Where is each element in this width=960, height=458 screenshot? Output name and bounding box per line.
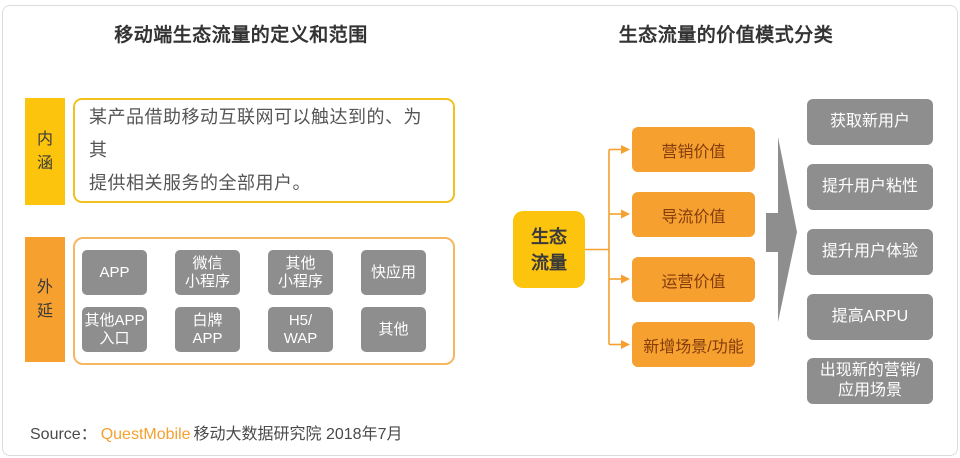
arrowhead-icon bbox=[621, 274, 630, 284]
outcome-increase-arpu: 提高ARPU bbox=[807, 294, 933, 340]
value-mode-new-scenario: 新增场景/功能 bbox=[632, 322, 755, 367]
source-suffix: 移动大数据研究院 2018年7月 bbox=[193, 426, 403, 443]
value-mode-operation: 运营价值 bbox=[632, 257, 755, 302]
value-mode-traffic-diversion: 导流价值 bbox=[632, 192, 755, 237]
extension-item-wechat-miniprogram: 微信 小程序 bbox=[175, 250, 240, 295]
value-mode-marketing: 营销价值 bbox=[632, 127, 755, 172]
outcome-improve-experience: 提升用户体验 bbox=[807, 229, 933, 275]
arrowheads bbox=[621, 145, 630, 349]
extension-label: 外 延 bbox=[25, 237, 65, 362]
extension-item-h5-wap: H5/ WAP bbox=[268, 307, 333, 352]
branch-lines bbox=[585, 148, 621, 346]
right-panel-title: 生态流量的价值模式分类 bbox=[618, 25, 834, 46]
connotation-label: 内 涵 bbox=[25, 98, 65, 205]
arrowhead-icon bbox=[621, 209, 630, 219]
connotation-definition-text: 某产品借助移动互联网可以触达到的、为其 提供相关服务的全部用户。 bbox=[89, 107, 422, 193]
source-brand: QuestMobile bbox=[100, 426, 191, 443]
outcome-acquire-new-users: 获取新用户 bbox=[807, 99, 933, 145]
left-panel-title: 移动端生态流量的定义和范围 bbox=[114, 25, 368, 46]
big-right-arrow-icon bbox=[766, 137, 797, 322]
outcome-improve-stickiness: 提升用户粘性 bbox=[807, 164, 933, 210]
extension-item-other-miniprogram: 其他 小程序 bbox=[268, 250, 333, 295]
extension-item-other-app-entry: 其他APP 入口 bbox=[82, 307, 147, 352]
extension-container: APP 微信 小程序 其他 小程序 快应用 其他APP 入口 白牌 APP H5… bbox=[73, 237, 455, 365]
arrowhead-icon bbox=[621, 145, 630, 154]
ecosystem-traffic-node: 生态 流量 bbox=[513, 211, 585, 288]
extension-item-whitelabel-app: 白牌 APP bbox=[175, 307, 240, 352]
source-prefix: Source： bbox=[30, 426, 97, 443]
extension-item-other: 其他 bbox=[361, 307, 426, 352]
extension-item-quick-app: 快应用 bbox=[361, 250, 426, 295]
outcome-new-scenarios: 出现新的营销/ 应用场景 bbox=[807, 358, 933, 404]
arrowhead-icon bbox=[621, 340, 630, 349]
extension-item-app: APP bbox=[82, 250, 147, 295]
connotation-definition-box: 某产品借助移动互联网可以触达到的、为其 提供相关服务的全部用户。 bbox=[73, 98, 455, 203]
